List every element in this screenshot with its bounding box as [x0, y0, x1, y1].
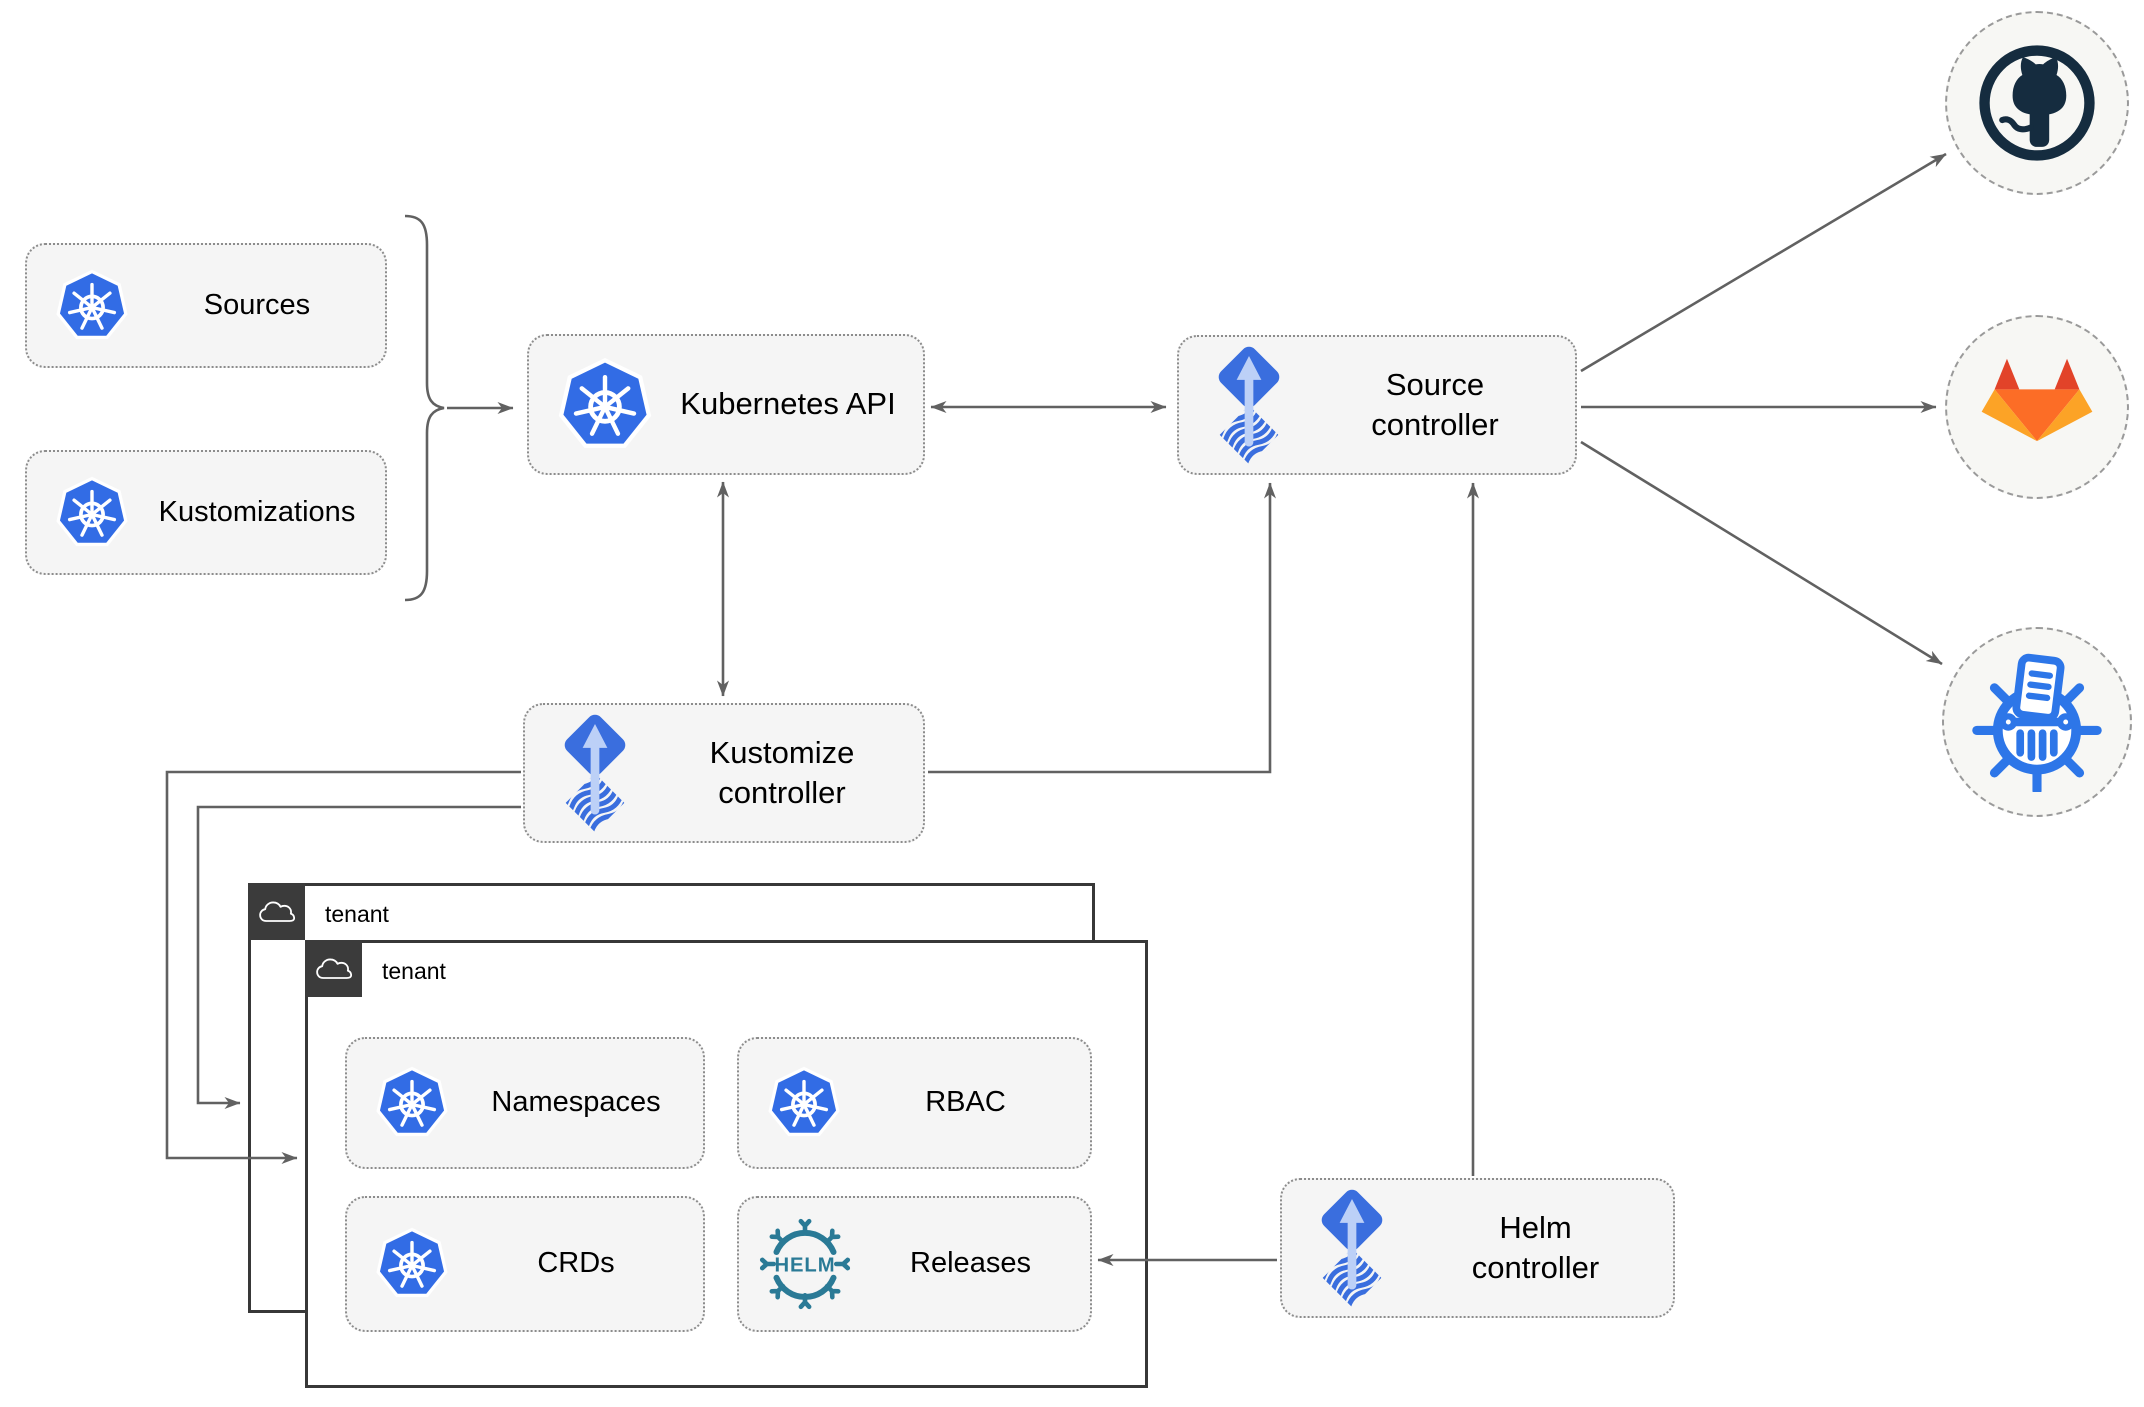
- kubernetes-icon: [55, 476, 129, 550]
- node-label: Helm controller: [1471, 1209, 1600, 1285]
- brace-sources-group: [404, 214, 445, 602]
- node-source-controller: Source controller: [1177, 335, 1577, 475]
- endpoint-github: [1945, 11, 2129, 195]
- github-icon: [1976, 42, 2098, 164]
- edge-kustomize-to-source: [928, 482, 1276, 774]
- node-label: CRDs: [537, 1247, 615, 1280]
- endpoint-chartmuseum: [1942, 627, 2132, 817]
- flux-icon: [1203, 345, 1295, 466]
- node-label: Kubernetes API: [680, 386, 896, 422]
- kubernetes-icon: [557, 357, 653, 453]
- node-label: Kustomize controller: [709, 734, 855, 810]
- node-releases: HELM Releases: [737, 1196, 1092, 1332]
- node-label: Sources: [203, 288, 311, 321]
- kubernetes-icon: [767, 1066, 841, 1140]
- flux-icon: [1306, 1188, 1398, 1309]
- kubernetes-icon: [55, 269, 129, 343]
- tenant-label: tenant: [382, 958, 446, 984]
- helm-wordmark: HELM: [774, 1254, 835, 1276]
- kubernetes-icon: [375, 1227, 449, 1301]
- node-label: Namespaces: [491, 1086, 661, 1119]
- node-label: Releases: [910, 1247, 1031, 1280]
- node-kubernetes-api: Kubernetes API: [527, 334, 925, 475]
- node-crds: CRDs: [345, 1196, 705, 1332]
- edge-source-to-github: [1580, 152, 1947, 373]
- node-label: RBAC: [925, 1086, 1006, 1119]
- chartmuseum-icon: [1967, 652, 2107, 792]
- node-sources: Sources: [25, 243, 387, 368]
- gitlab-icon: [1978, 354, 2096, 460]
- node-helm-controller: Helm controller: [1280, 1178, 1675, 1318]
- node-label: Source controller: [1371, 366, 1499, 442]
- node-rbac: RBAC: [737, 1037, 1092, 1169]
- cloud-icon: [305, 940, 362, 997]
- node-kustomizations: Kustomizations: [25, 450, 387, 575]
- kubernetes-icon: [375, 1066, 449, 1140]
- node-namespaces: Namespaces: [345, 1037, 705, 1169]
- edge-source-to-chartmuseum: [1580, 440, 1943, 666]
- node-label: Kustomizations: [158, 495, 356, 528]
- cloud-icon: [248, 883, 305, 940]
- endpoint-gitlab: [1945, 315, 2129, 499]
- node-kustomize-controller: Kustomize controller: [523, 703, 925, 843]
- tenant-label: tenant: [325, 901, 389, 927]
- flux-icon: [549, 713, 641, 834]
- helm-icon: HELM: [759, 1218, 851, 1310]
